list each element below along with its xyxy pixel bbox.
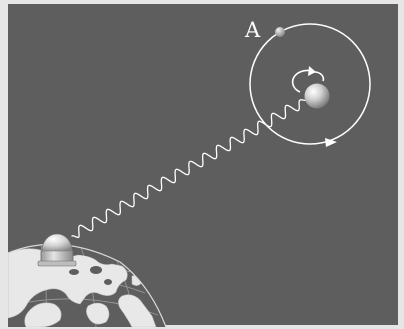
satellite-a	[275, 27, 285, 37]
satellite-a-label: A	[244, 18, 261, 42]
central-body	[305, 84, 330, 109]
